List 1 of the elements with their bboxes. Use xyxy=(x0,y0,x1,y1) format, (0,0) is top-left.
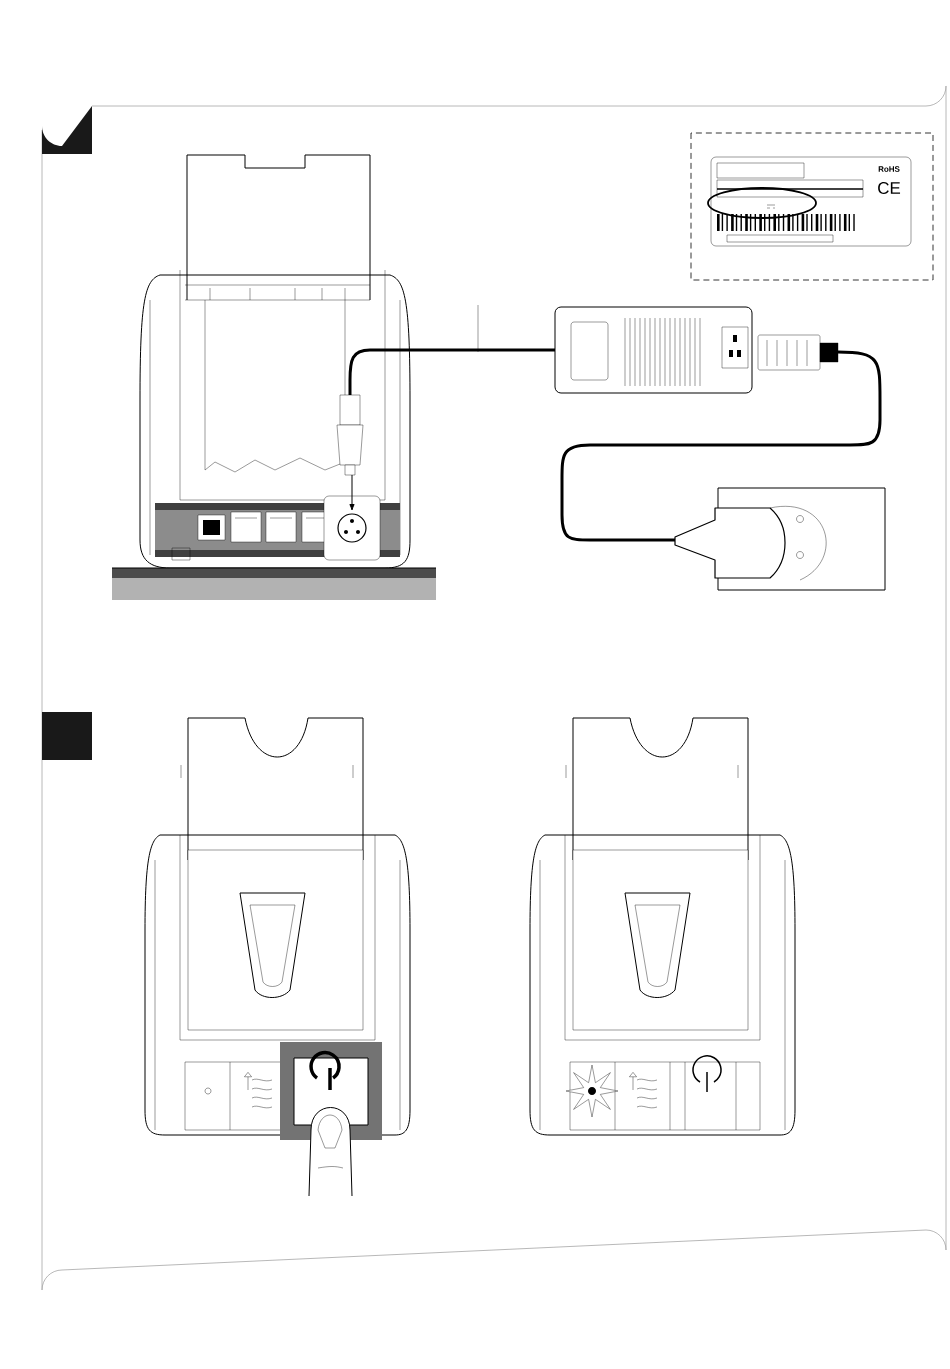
label-text: CE xyxy=(878,182,901,194)
